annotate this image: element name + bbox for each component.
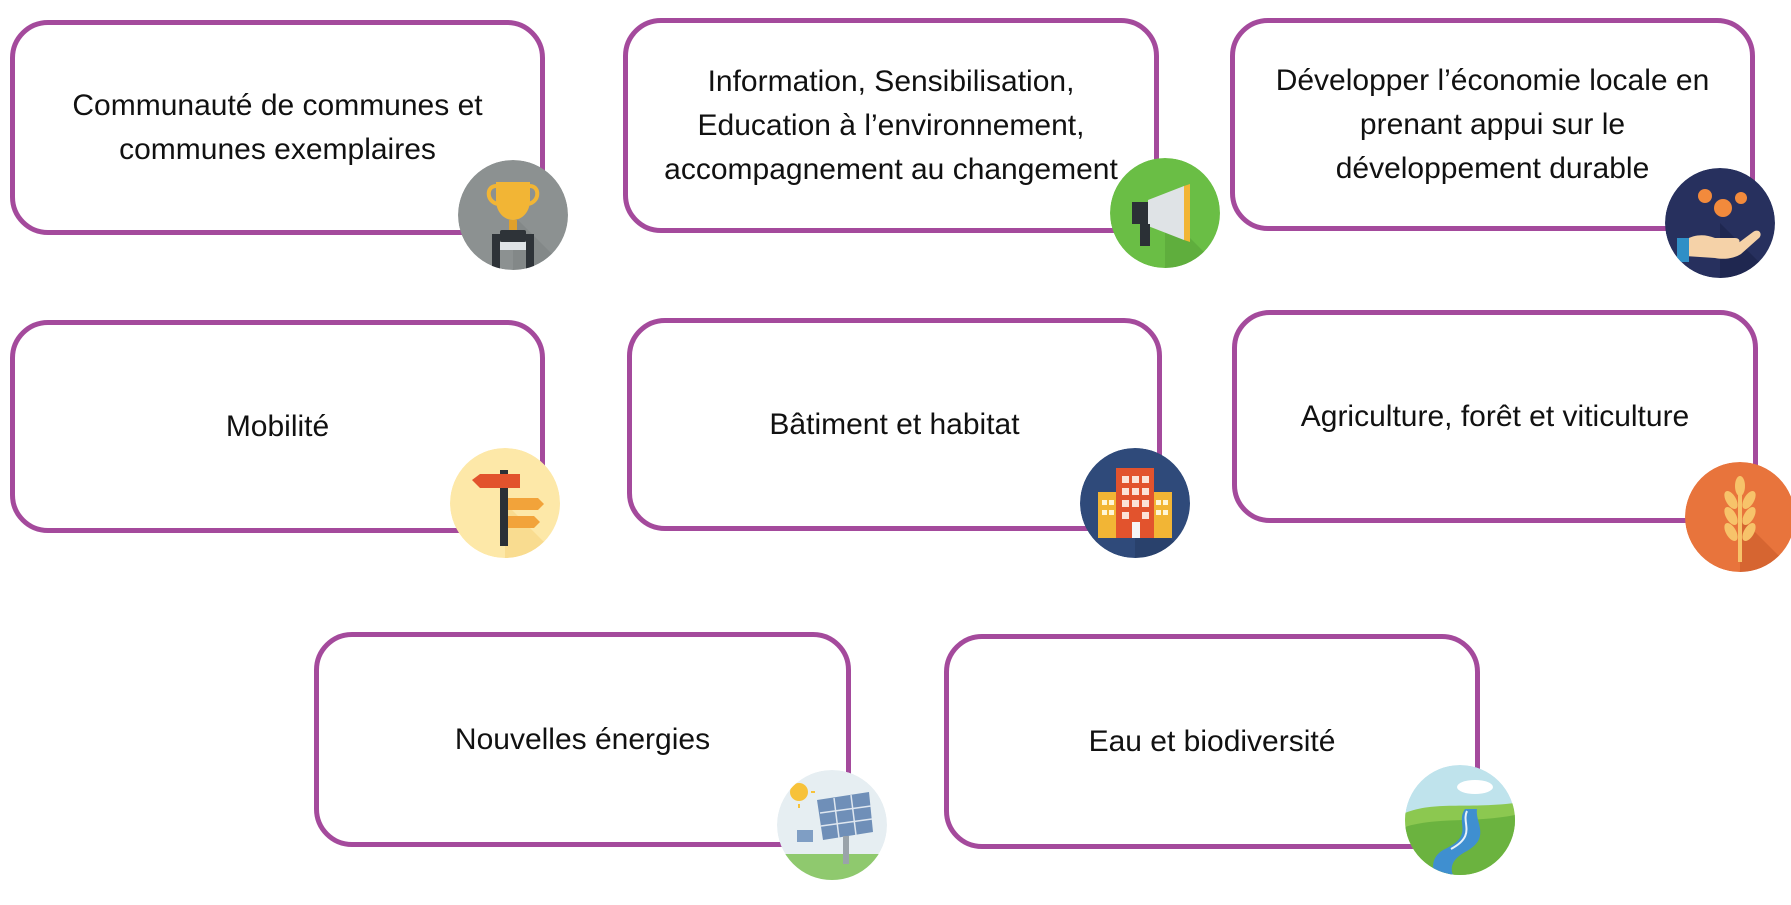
card-information-awareness[interactable]: Information, Sensibilisation, Education … xyxy=(623,18,1159,233)
card-label: Mobilité xyxy=(225,409,330,443)
card-label: Information, Sensibilisation, Education … xyxy=(664,64,1118,186)
card-new-energies[interactable]: Nouvelles énergies xyxy=(314,632,851,847)
building-icon xyxy=(1080,448,1190,558)
hand-coins-icon xyxy=(1665,168,1775,278)
card-building-housing[interactable]: Bâtiment et habitat xyxy=(627,318,1162,531)
wheat-icon xyxy=(1685,462,1791,572)
megaphone-icon xyxy=(1110,158,1220,268)
river-landscape-icon xyxy=(1405,765,1515,875)
card-agriculture-forest[interactable]: Agriculture, forêt et viticulture xyxy=(1232,310,1758,523)
card-label: Communauté de communes et communes exemp… xyxy=(72,88,483,166)
card-label: Nouvelles énergies xyxy=(454,722,711,756)
trophy-icon xyxy=(458,160,568,270)
card-label: Eau et biodiversité xyxy=(1088,724,1336,758)
card-water-biodiversity[interactable]: Eau et biodiversité xyxy=(944,634,1480,849)
signpost-icon xyxy=(450,448,560,558)
solar-panel-icon xyxy=(777,770,887,880)
card-local-economy[interactable]: Développer l’économie locale en prenant … xyxy=(1230,18,1755,231)
card-label: Agriculture, forêt et viticulture xyxy=(1300,399,1690,433)
card-exemplary-communes[interactable]: Communauté de communes et communes exemp… xyxy=(10,20,545,235)
card-label: Développer l’économie locale en prenant … xyxy=(1275,63,1710,185)
card-label: Bâtiment et habitat xyxy=(769,407,1020,441)
